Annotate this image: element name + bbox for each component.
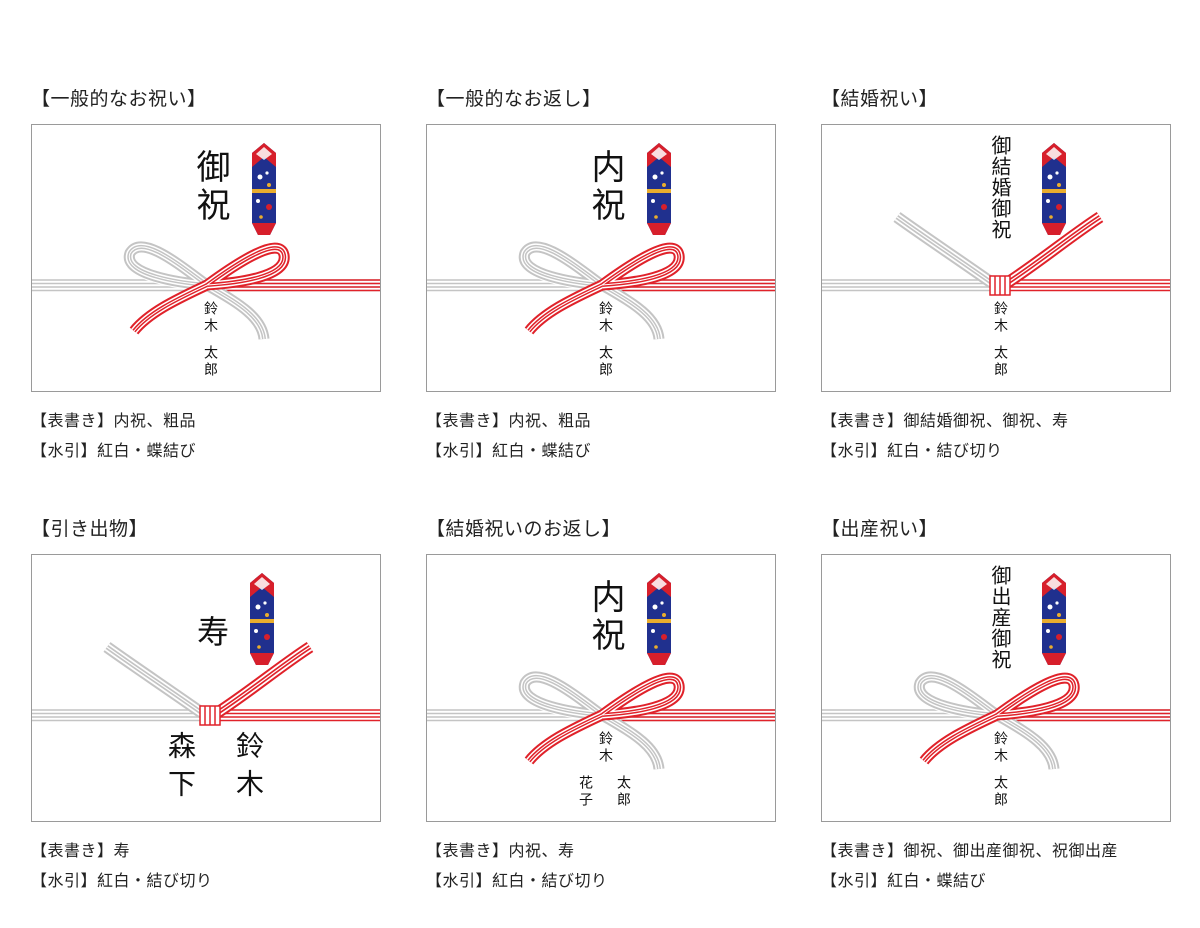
- omote-gaki-description: 【表書き】内祝、粗品: [31, 411, 197, 430]
- panel-title: 【出産祝い】: [821, 518, 939, 540]
- recipient-given-name: 太郎: [992, 345, 1008, 379]
- mizuhiki-description: 【水引】紅白・結び切り: [821, 441, 1003, 460]
- recipient-given-name: 太郎: [992, 775, 1008, 809]
- noshi-card: 寿 鈴木 森下: [31, 554, 381, 822]
- omote-gaki-description: 【表書き】寿: [31, 841, 131, 860]
- mizuhiki-description: 【水引】紅白・蝶結び: [426, 441, 592, 460]
- husband-given-name: 太郎: [615, 775, 631, 809]
- panel-title: 【一般的なお祝い】: [31, 88, 207, 110]
- omote-gaki: 寿: [192, 615, 230, 647]
- recipient-surname: 鈴木: [992, 301, 1008, 335]
- recipient-surname: 鈴木: [992, 731, 1008, 765]
- omote-gaki-description: 【表書き】内祝、寿: [426, 841, 575, 860]
- noshi-card: 御出産御祝 鈴木 太郎: [821, 554, 1171, 822]
- omote-gaki: 御祝: [190, 149, 230, 225]
- omote-gaki: 御結婚御祝: [988, 135, 1012, 240]
- couple-surname: 鈴木: [597, 731, 613, 765]
- mizuhiki-description: 【水引】紅白・蝶結び: [821, 871, 987, 890]
- panel-title: 【一般的なお返し】: [426, 88, 602, 110]
- recipient-given-name: 太郎: [597, 345, 613, 379]
- omote-gaki: 御出産御祝: [988, 565, 1012, 670]
- bride-surname: 森下: [164, 731, 197, 807]
- recipient-surname: 鈴木: [202, 301, 218, 335]
- recipient-surname: 鈴木: [597, 301, 613, 335]
- noshi-card: 内祝 鈴木 太郎 花子: [426, 554, 776, 822]
- recipient-given-name: 太郎: [202, 345, 218, 379]
- omote-gaki: 内祝: [585, 579, 625, 655]
- noshi-illustration: [32, 573, 380, 821]
- groom-surname: 鈴木: [232, 731, 265, 807]
- noshi-card: 御結婚御祝 鈴木 太郎: [821, 124, 1171, 392]
- panel-title: 【結婚祝いのお返し】: [426, 518, 622, 540]
- wife-given-name: 花子: [577, 775, 593, 809]
- omote-gaki-description: 【表書き】御祝、御出産御祝、祝御出産: [821, 841, 1119, 860]
- panel-title: 【結婚祝い】: [821, 88, 939, 110]
- panel-title: 【引き出物】: [31, 518, 149, 540]
- mizuhiki-description: 【水引】紅白・蝶結び: [31, 441, 197, 460]
- omote-gaki: 内祝: [585, 149, 625, 225]
- omote-gaki-description: 【表書き】御結婚御祝、御祝、寿: [821, 411, 1069, 430]
- mizuhiki-description: 【水引】紅白・結び切り: [31, 871, 213, 890]
- noshi-card: 御祝 鈴木 太郎: [31, 124, 381, 392]
- omote-gaki-description: 【表書き】内祝、粗品: [426, 411, 592, 430]
- noshi-card: 内祝 鈴木 太郎: [426, 124, 776, 392]
- mizuhiki-description: 【水引】紅白・結び切り: [426, 871, 608, 890]
